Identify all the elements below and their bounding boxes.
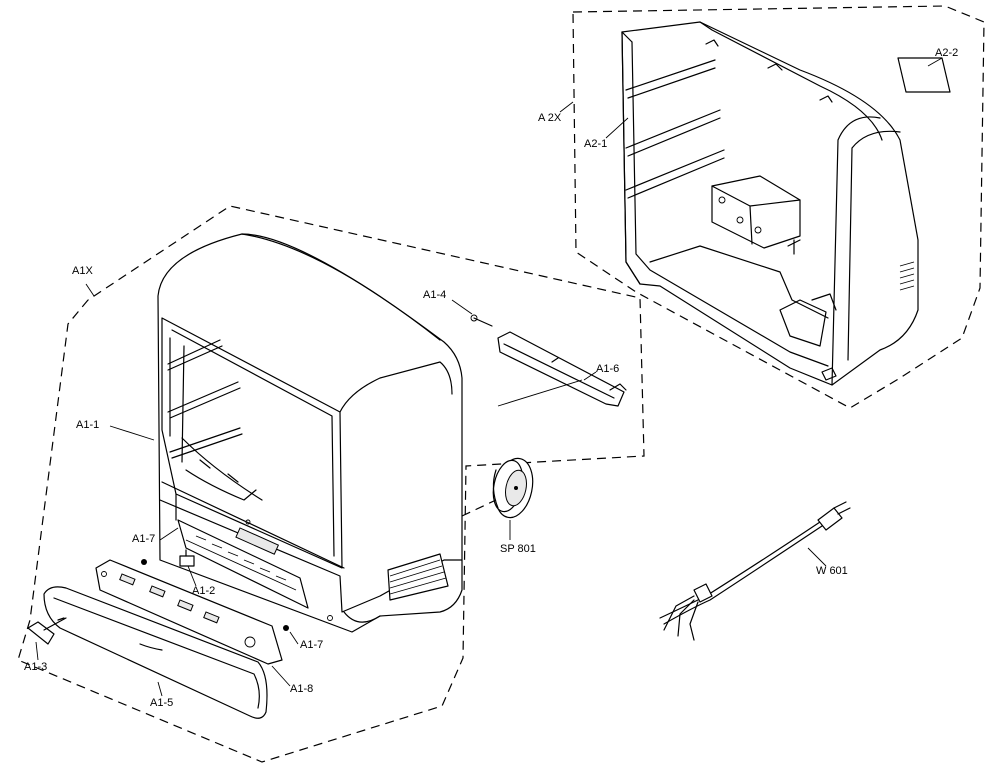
label-a2-2: A2-2 xyxy=(935,47,958,59)
label-w601: W 601 xyxy=(816,565,848,577)
front-cabinet-boundary xyxy=(17,205,645,763)
rear-cabinet-group: A 2X A2-1 A2-2 xyxy=(538,5,985,409)
label-a2x: A 2X xyxy=(538,112,562,124)
label-plate-a2-2 xyxy=(897,57,951,93)
rear-cabinet-a2-1 xyxy=(621,21,919,386)
label-a1x: A1X xyxy=(72,265,93,277)
bracket-a1-6 xyxy=(497,331,627,407)
screw-a1-4 xyxy=(470,314,493,327)
rear-cabinet-boundary xyxy=(572,5,985,409)
label-a2-1: A2-1 xyxy=(584,138,607,150)
label-a1-6: A1-6 xyxy=(596,363,619,375)
label-a1-4: A1-4 xyxy=(423,289,446,301)
badge-a1-3 xyxy=(27,617,67,645)
label-a1-3: A1-3 xyxy=(24,661,47,673)
front-cabinet-a1-1 xyxy=(157,233,463,633)
label-a1-2: A1-2 xyxy=(192,585,215,597)
label-a1-5: A1-5 xyxy=(150,697,173,709)
label-a1-1: A1-1 xyxy=(76,419,99,431)
screw-a1-7-top xyxy=(141,559,147,565)
knob-a1-2 xyxy=(179,549,195,567)
screw-a1-7-bottom xyxy=(283,625,289,631)
label-a1-7-bottom: A1-7 xyxy=(300,639,323,651)
label-a1-8: A1-8 xyxy=(290,683,313,695)
label-sp801: SP 801 xyxy=(500,543,536,555)
speaker-sp801: SP 801 xyxy=(461,457,536,555)
front-cabinet-group: A1X A1-4 A1-6 A1-1 A1-7 A1-2 A1-7 A1-3 A… xyxy=(17,205,645,763)
label-a1-7-top: A1-7 xyxy=(132,533,155,545)
front-bezel-a1-5 xyxy=(43,586,268,719)
power-cord-w601: W 601 xyxy=(659,501,851,641)
front-panel-a1-8 xyxy=(95,559,283,665)
